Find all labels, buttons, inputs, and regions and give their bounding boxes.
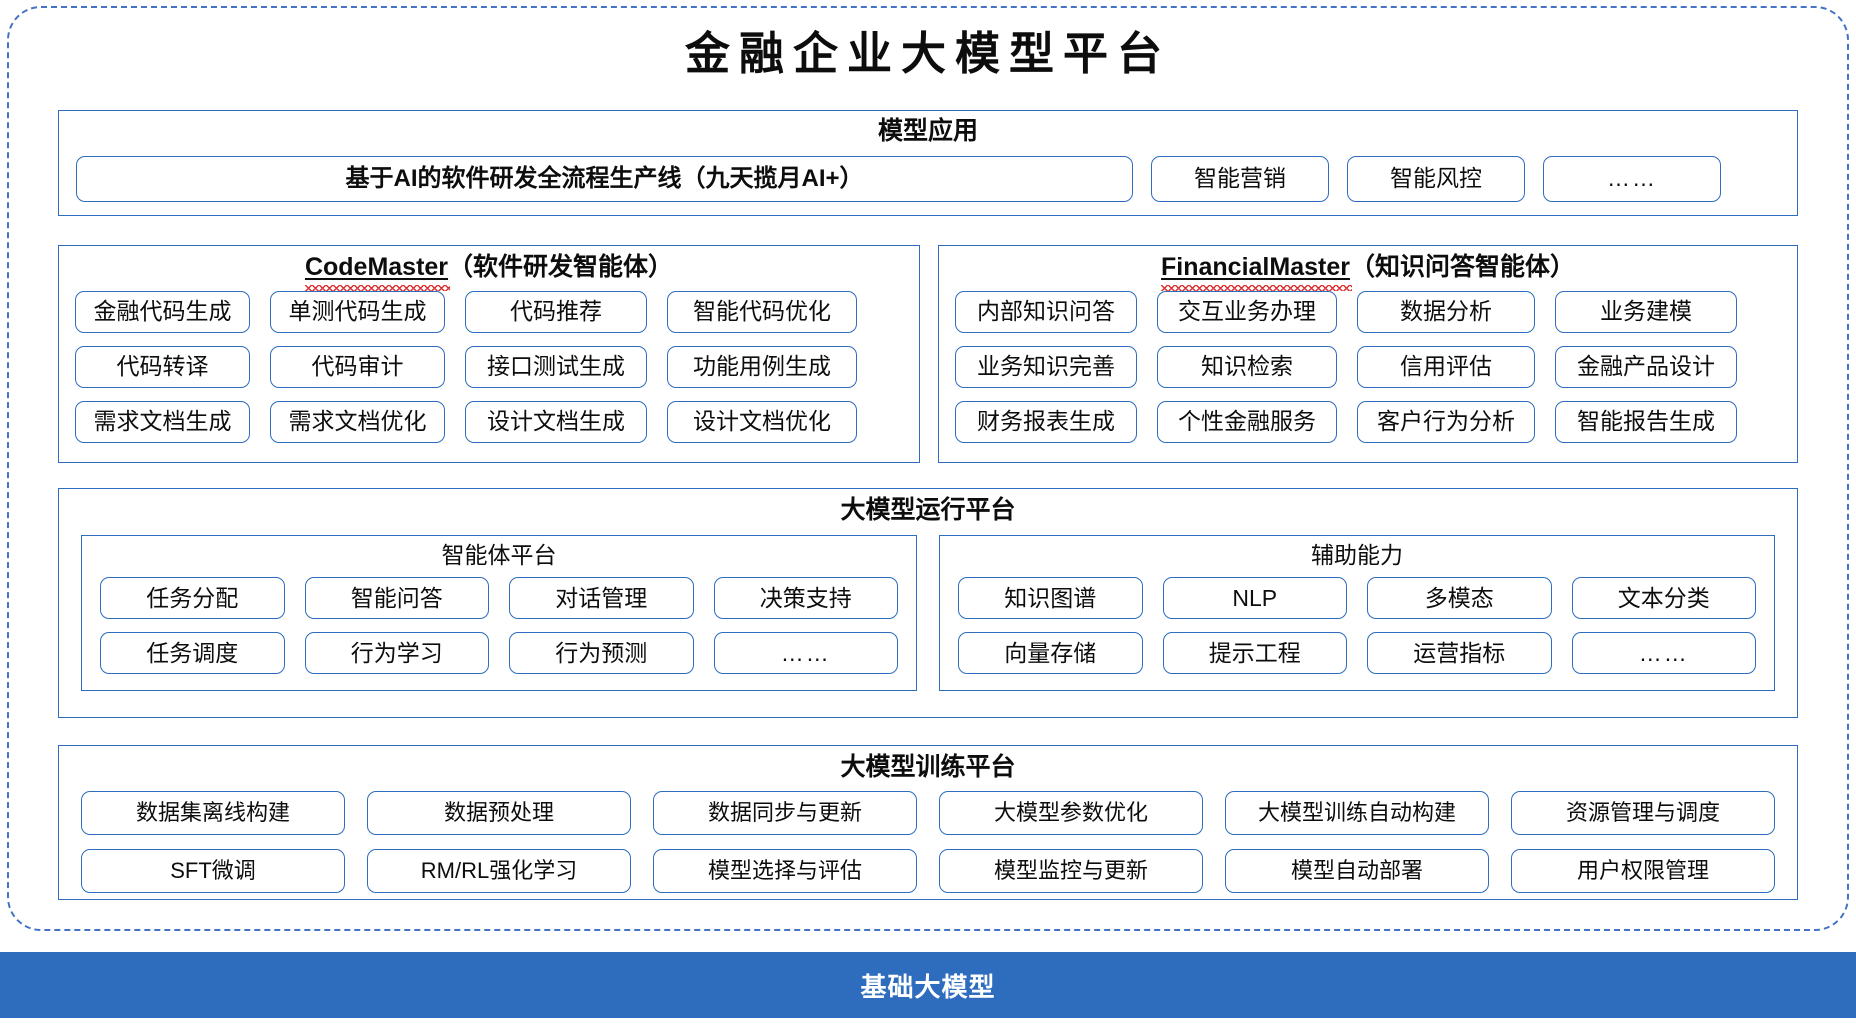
codemaster-chip[interactable]: 设计文档生成: [465, 400, 647, 443]
training-platform-chip[interactable]: 资源管理与调度: [1511, 790, 1775, 835]
training-platform-chip[interactable]: 数据集离线构建: [81, 790, 345, 835]
codemaster-chip[interactable]: 单测代码生成: [270, 290, 445, 333]
app-item-risk-control[interactable]: 智能风控: [1347, 155, 1525, 202]
training-platform-chip[interactable]: 大模型参数优化: [939, 790, 1203, 835]
financialmaster-chip[interactable]: 内部知识问答: [955, 290, 1137, 333]
codemaster-chip[interactable]: 代码审计: [270, 345, 445, 388]
support-capability-panel: 辅助能力 知识图谱 NLP 多模态 文本分类 向量存储 提示工程 运营指标 ……: [939, 534, 1775, 691]
support-capability-chip[interactable]: 文本分类: [1571, 576, 1756, 619]
financialmaster-chip[interactable]: 业务建模: [1555, 290, 1737, 333]
codemaster-chip[interactable]: 智能代码优化: [667, 290, 857, 333]
training-platform-chip[interactable]: 模型监控与更新: [939, 848, 1203, 893]
support-capability-chip[interactable]: 运营指标: [1367, 631, 1552, 674]
app-item-more[interactable]: ……: [1543, 155, 1721, 202]
financialmaster-suffix: （知识问答智能体）: [1349, 253, 1575, 281]
training-platform-chip[interactable]: 模型选择与评估: [653, 848, 917, 893]
outer-dashed-frame: [7, 6, 1849, 931]
financialmaster-chip[interactable]: 业务知识完善: [955, 345, 1137, 388]
training-platform-chip[interactable]: 数据同步与更新: [653, 790, 917, 835]
training-platform-chip[interactable]: RM/RL强化学习: [367, 848, 631, 893]
agent-platform-chip[interactable]: 决策支持: [713, 576, 898, 619]
model-application-items: 基于AI的软件研发全流程生产线（九天揽月AI+） 智能营销 智能风控 ……: [59, 155, 1797, 202]
financialmaster-chip[interactable]: 财务报表生成: [955, 400, 1137, 443]
agent-platform-grid: 任务分配 智能问答 对话管理 决策支持 任务调度 行为学习 行为预测 ……: [100, 576, 898, 674]
agent-platform-chip[interactable]: 任务调度: [100, 631, 285, 674]
training-platform-chip[interactable]: 大模型训练自动构建: [1225, 790, 1489, 835]
support-capability-grid: 知识图谱 NLP 多模态 文本分类 向量存储 提示工程 运营指标 ……: [958, 576, 1756, 674]
codemaster-chip[interactable]: 金融代码生成: [75, 290, 250, 333]
agent-platform-chip[interactable]: 任务分配: [100, 576, 285, 619]
training-platform-grid: 数据集离线构建 数据预处理 数据同步与更新 大模型参数优化 大模型训练自动构建 …: [81, 790, 1775, 893]
codemaster-section: CodeMaster（软件研发智能体） 金融代码生成 单测代码生成 代码推荐 智…: [58, 245, 920, 463]
financialmaster-chip[interactable]: 交互业务办理: [1157, 290, 1337, 333]
codemaster-chip[interactable]: 需求文档生成: [75, 400, 250, 443]
financialmaster-chip[interactable]: 智能报告生成: [1555, 400, 1737, 443]
codemaster-heading: CodeMaster（软件研发智能体）: [75, 253, 903, 290]
training-platform-chip[interactable]: 模型自动部署: [1225, 848, 1489, 893]
agent-platform-chip[interactable]: 对话管理: [509, 576, 694, 619]
agent-platform-chip-more[interactable]: ……: [713, 631, 898, 674]
model-application-section: 模型应用 基于AI的软件研发全流程生产线（九天揽月AI+） 智能营销 智能风控 …: [58, 110, 1798, 216]
financialmaster-heading: FinancialMaster（知识问答智能体）: [955, 253, 1781, 290]
financialmaster-name: FinancialMaster: [1161, 253, 1352, 290]
codemaster-chip[interactable]: 代码推荐: [465, 290, 647, 333]
training-platform-chip[interactable]: SFT微调: [81, 848, 345, 893]
financialmaster-chip[interactable]: 数据分析: [1357, 290, 1535, 333]
training-platform-chip[interactable]: 用户权限管理: [1511, 848, 1775, 893]
codemaster-capability-grid: 金融代码生成 单测代码生成 代码推荐 智能代码优化 代码转译 代码审计 接口测试…: [75, 290, 903, 443]
app-item-ai-pipeline[interactable]: 基于AI的软件研发全流程生产线（九天揽月AI+）: [76, 155, 1133, 202]
agent-platform-chip[interactable]: 智能问答: [304, 576, 489, 619]
financialmaster-chip[interactable]: 个性金融服务: [1157, 400, 1337, 443]
agent-platform-chip[interactable]: 行为预测: [509, 631, 694, 674]
agent-platform-chip[interactable]: 行为学习: [304, 631, 489, 674]
model-application-heading: 模型应用: [877, 117, 978, 145]
codemaster-chip[interactable]: 需求文档优化: [270, 400, 445, 443]
training-platform-chip[interactable]: 数据预处理: [367, 790, 631, 835]
support-capability-chip[interactable]: 知识图谱: [958, 576, 1143, 619]
training-platform-section: 大模型训练平台 数据集离线构建 数据预处理 数据同步与更新 大模型参数优化 大模…: [58, 745, 1798, 900]
financialmaster-chip[interactable]: 金融产品设计: [1555, 345, 1737, 388]
financialmaster-section: FinancialMaster（知识问答智能体） 内部知识问答 交互业务办理 数…: [938, 245, 1798, 463]
support-capability-chip[interactable]: 提示工程: [1162, 631, 1347, 674]
foundation-model-label: 基础大模型: [860, 971, 996, 1002]
runtime-platform-heading: 大模型运行平台: [840, 496, 1016, 524]
agent-platform-panel: 智能体平台 任务分配 智能问答 对话管理 决策支持 任务调度 行为学习 行为预测…: [81, 534, 917, 691]
page-title: 金融企业大模型平台: [684, 27, 1171, 80]
app-item-marketing[interactable]: 智能营销: [1151, 155, 1329, 202]
financialmaster-capability-grid: 内部知识问答 交互业务办理 数据分析 业务建模 业务知识完善 知识检索 信用评估…: [955, 290, 1781, 443]
codemaster-chip[interactable]: 代码转译: [75, 345, 250, 388]
training-platform-heading: 大模型训练平台: [840, 753, 1016, 781]
support-capability-chip[interactable]: NLP: [1162, 576, 1347, 619]
codemaster-chip[interactable]: 设计文档优化: [667, 400, 857, 443]
codemaster-chip[interactable]: 功能用例生成: [667, 345, 857, 388]
codemaster-chip[interactable]: 接口测试生成: [465, 345, 647, 388]
support-capability-chip[interactable]: 向量存储: [958, 631, 1143, 674]
support-capability-heading: 辅助能力: [1311, 541, 1403, 568]
financialmaster-chip[interactable]: 客户行为分析: [1357, 400, 1535, 443]
foundation-model-bar: 基础大模型: [0, 952, 1856, 1018]
support-capability-chip-more[interactable]: ……: [1571, 631, 1756, 674]
codemaster-name: CodeMaster: [304, 253, 451, 290]
financialmaster-chip[interactable]: 信用评估: [1357, 345, 1535, 388]
agent-platform-heading: 智能体平台: [441, 541, 557, 568]
financialmaster-chip[interactable]: 知识检索: [1157, 345, 1337, 388]
runtime-platform-panels: 智能体平台 任务分配 智能问答 对话管理 决策支持 任务调度 行为学习 行为预测…: [59, 525, 1797, 691]
support-capability-chip[interactable]: 多模态: [1367, 576, 1552, 619]
codemaster-suffix: （软件研发智能体）: [448, 253, 674, 281]
runtime-platform-section: 大模型运行平台 智能体平台 任务分配 智能问答 对话管理 决策支持 任务调度 行…: [58, 488, 1798, 718]
